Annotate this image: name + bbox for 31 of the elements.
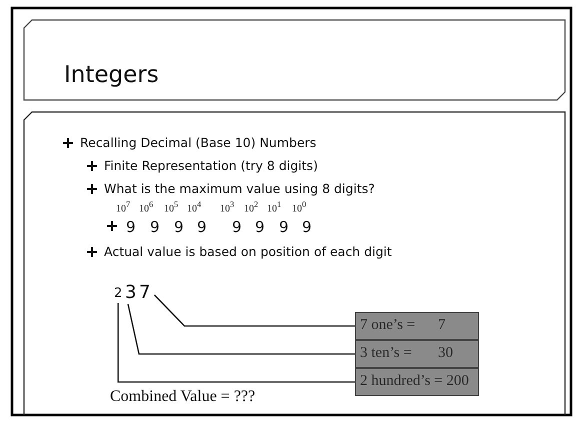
bullet-text: Recalling Decimal (Base 10) Numbers xyxy=(80,137,316,150)
power-of-ten: 10$^{2}$ xyxy=(244,200,258,214)
digit-text: 7 xyxy=(139,284,150,302)
power-of-ten: 10$^{7}$ xyxy=(116,200,130,214)
result-text: Combined Value = ??? xyxy=(110,388,256,406)
power-of-ten: 10$^{1}$ xyxy=(267,200,282,214)
digit-text: 3 xyxy=(125,284,136,302)
digit-text: 9 xyxy=(232,218,242,236)
value-row: 2 hundred’s = 200 xyxy=(355,368,479,396)
digit-text: 9 xyxy=(197,218,207,236)
value-row: 7 one’s = 7 xyxy=(355,312,479,340)
leader-line xyxy=(154,294,355,327)
digit-text: 9 xyxy=(126,218,136,236)
leader-line xyxy=(118,303,355,383)
digit-text: 9 xyxy=(279,218,289,236)
power-of-ten: 10$^{3}$ xyxy=(220,200,234,214)
power-of-ten: 10$^{4}$ xyxy=(187,200,202,214)
digit-text: 9 xyxy=(302,218,312,236)
digit-text: 9 xyxy=(255,218,265,236)
power-of-ten: 10$^{0}$ xyxy=(292,200,306,214)
digit-text: 9 xyxy=(150,218,160,236)
power-of-ten: 10$^{5}$ xyxy=(164,200,178,214)
digit-text: 9 xyxy=(174,218,184,236)
digit-text: 2 xyxy=(114,287,122,300)
power-of-ten: 10$^{6}$ xyxy=(139,200,154,214)
bullet-text: Finite Representation (try 8 digits) xyxy=(104,160,318,172)
bullet-text: Actual value is based on position of each digit xyxy=(104,246,392,258)
bullet-text: What is the maximum value using 8 digits? xyxy=(104,183,375,196)
value-row: 3 ten’s = 30 xyxy=(355,340,479,368)
leader-line xyxy=(127,304,355,355)
slide-title: Integers xyxy=(64,62,159,88)
